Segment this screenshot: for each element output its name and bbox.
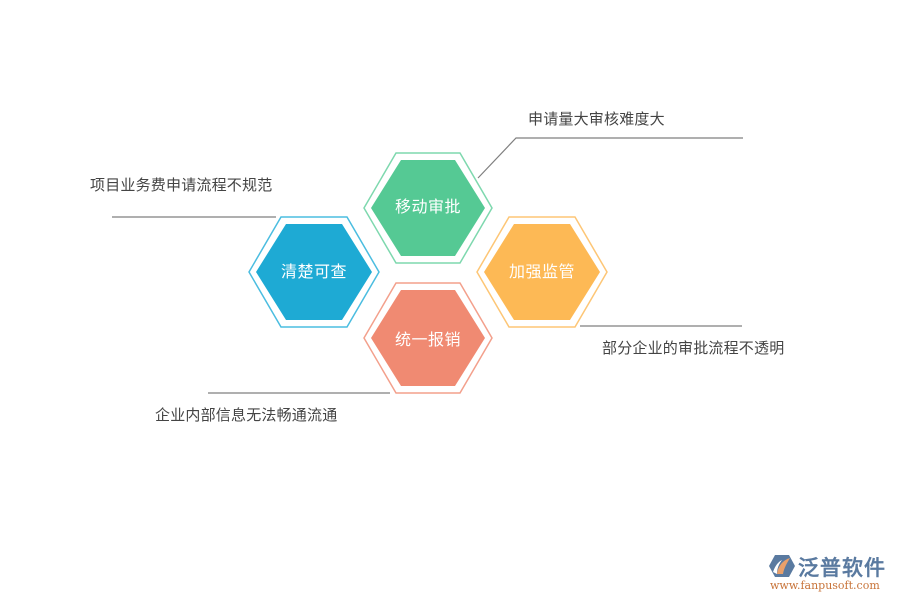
logo-url: www.fanpusoft.com	[770, 579, 880, 592]
hexagon-clear-traceable	[248, 216, 380, 328]
logo-name: 泛普软件	[798, 556, 886, 580]
connector-line-top-right	[477, 137, 743, 179]
hexagon-label-clear-traceable: 清楚可查	[280, 262, 348, 281]
callout-info-silos: 企业内部信息无法畅通流通	[155, 406, 338, 424]
hexagon-label-mobile-approval: 移动审批	[394, 197, 462, 216]
hexagon-strengthen-supervision	[476, 216, 608, 328]
callout-heavy-review-load: 申请量大审核难度大	[528, 110, 665, 128]
hexagon-mobile-approval	[363, 152, 493, 264]
fanpusoft-logo: 泛普软件 www.fanpusoft.com	[768, 552, 898, 596]
hexagon-unified-reimbursement	[363, 282, 493, 394]
logo-icon	[769, 555, 795, 577]
hexagon-label-strengthen-supervision: 加强监管	[508, 262, 576, 281]
callout-nonstandard-process: 项目业务费申请流程不规范	[90, 176, 273, 194]
callout-opaque-approval: 部分企业的审批流程不透明	[602, 339, 785, 357]
hexagon-label-unified-reimbursement: 统一报销	[394, 330, 462, 349]
